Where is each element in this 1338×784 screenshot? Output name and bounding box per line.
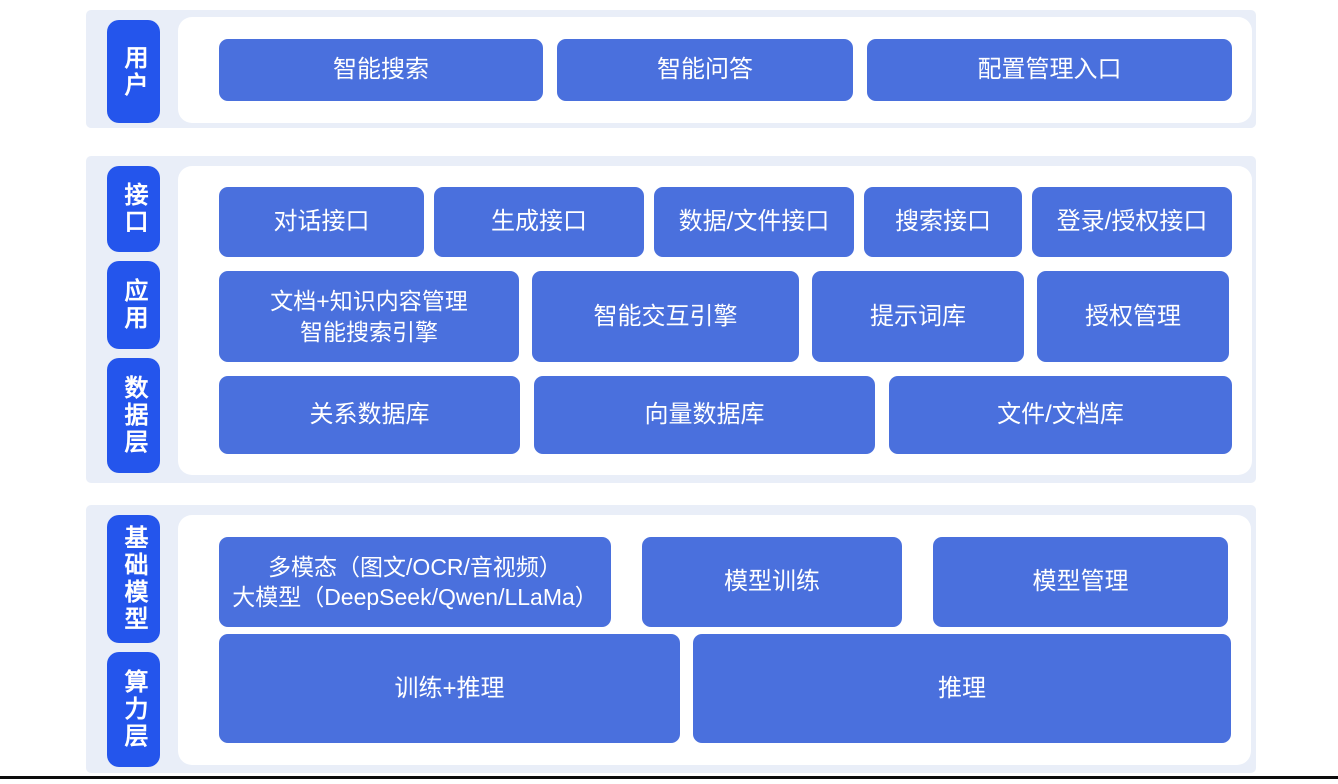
bottom-divider-line bbox=[0, 776, 1338, 779]
layer-tag-user-label: 用户 bbox=[120, 44, 147, 99]
node-generate-api: 生成接口 bbox=[434, 187, 644, 257]
bottom-tag-column: 基础模型 算力层 bbox=[107, 512, 160, 768]
layer-tag-data-label: 数据层 bbox=[120, 375, 147, 456]
node-model-management: 模型管理 bbox=[933, 537, 1228, 627]
user-layer-tag-column: 用户 bbox=[107, 17, 160, 123]
node-data-file-api: 数据/文件接口 bbox=[654, 187, 854, 257]
user-layer-row: 智能搜索 智能问答 配置管理入口 bbox=[219, 39, 1232, 101]
layer-tag-application-label: 应用 bbox=[120, 278, 147, 332]
node-login-auth-api: 登录/授权接口 bbox=[1032, 187, 1232, 257]
layer-tag-user: 用户 bbox=[107, 20, 160, 123]
bottom-panel: 多模态（图文/OCR/音视频） 大模型（DeepSeek/Qwen/LLaMa）… bbox=[178, 515, 1251, 765]
node-prompt-library: 提示词库 bbox=[812, 271, 1024, 362]
node-inference: 推理 bbox=[693, 634, 1231, 743]
node-dialog-api: 对话接口 bbox=[219, 187, 424, 257]
node-label: 智能搜索 bbox=[333, 56, 429, 84]
node-label: 向量数据库 bbox=[644, 401, 765, 429]
node-label-line2: 大模型（DeepSeek/Qwen/LLaMa） bbox=[232, 584, 598, 610]
interface-row: 对话接口 生成接口 数据/文件接口 搜索接口 登录/授权接口 bbox=[219, 187, 1232, 257]
band-user-layer: 用户 智能搜索 智能问答 配置管理入口 bbox=[86, 10, 1256, 128]
node-label: 搜索接口 bbox=[895, 208, 991, 236]
node-label: 生成接口 bbox=[491, 208, 587, 236]
node-label: 智能问答 bbox=[657, 56, 753, 84]
node-config-entry: 配置管理入口 bbox=[867, 39, 1232, 101]
node-search-api: 搜索接口 bbox=[864, 187, 1022, 257]
node-label-line2: 智能搜索引擎 bbox=[300, 318, 438, 345]
node-multimodal-llm: 多模态（图文/OCR/音视频） 大模型（DeepSeek/Qwen/LLaMa） bbox=[219, 537, 611, 627]
node-label: 模型训练 bbox=[724, 568, 820, 596]
node-doc-knowledge-search-engine: 文档+知识内容管理 智能搜索引擎 bbox=[219, 271, 519, 362]
node-smart-search: 智能搜索 bbox=[219, 39, 543, 101]
node-vector-db: 向量数据库 bbox=[534, 376, 875, 454]
data-row: 关系数据库 向量数据库 文件/文档库 bbox=[219, 376, 1232, 454]
band-model-compute: 基础模型 算力层 多模态（图文/OCR/音视频） 大模型（DeepSeek/Qw… bbox=[86, 505, 1256, 773]
node-label-line1: 多模态（图文/OCR/音视频） bbox=[268, 553, 562, 580]
layer-tag-interface: 接口 bbox=[107, 166, 160, 252]
node-label: 登录/授权接口 bbox=[1056, 208, 1208, 236]
middle-panel: 对话接口 生成接口 数据/文件接口 搜索接口 登录/授权接口 文档+知识内容管理 bbox=[178, 166, 1252, 475]
node-interactive-engine: 智能交互引擎 bbox=[532, 271, 799, 362]
node-label: 提示词库 bbox=[870, 302, 966, 330]
node-label-line1: 文档+知识内容管理 bbox=[270, 288, 468, 315]
layer-tag-compute-label: 算力层 bbox=[120, 669, 147, 750]
node-train-plus-inference: 训练+推理 bbox=[219, 634, 680, 743]
node-relational-db: 关系数据库 bbox=[219, 376, 520, 454]
node-label: 授权管理 bbox=[1085, 302, 1181, 330]
layer-tag-base-model-label: 基础模型 bbox=[120, 525, 147, 633]
node-file-doc-store: 文件/文档库 bbox=[889, 376, 1232, 454]
node-label: 对话接口 bbox=[273, 208, 370, 236]
application-row: 文档+知识内容管理 智能搜索引擎 智能交互引擎 提示词库 授权管理 bbox=[219, 271, 1232, 362]
layer-tag-base-model: 基础模型 bbox=[107, 515, 160, 643]
node-label: 配置管理入口 bbox=[977, 56, 1122, 84]
layer-tag-application: 应用 bbox=[107, 261, 160, 349]
user-layer-panel: 智能搜索 智能问答 配置管理入口 bbox=[178, 17, 1252, 123]
node-label: 文件/文档库 bbox=[997, 401, 1124, 429]
node-model-training: 模型训练 bbox=[642, 537, 902, 627]
node-label: 数据/文件接口 bbox=[678, 208, 830, 236]
node-smart-qa: 智能问答 bbox=[557, 39, 853, 101]
node-label: 智能交互引擎 bbox=[593, 302, 738, 330]
layer-tag-data: 数据层 bbox=[107, 358, 160, 473]
band-interface-app-data: 接口 应用 数据层 对话接口 生成接口 数据/文件接口 搜 bbox=[86, 156, 1256, 483]
layer-tag-interface-label: 接口 bbox=[120, 182, 147, 236]
compute-row: 训练+推理 推理 bbox=[219, 634, 1231, 743]
base-model-row: 多模态（图文/OCR/音视频） 大模型（DeepSeek/Qwen/LLaMa）… bbox=[219, 537, 1231, 627]
layer-tag-compute: 算力层 bbox=[107, 652, 160, 767]
node-label: 模型管理 bbox=[1032, 568, 1129, 596]
node-auth-management: 授权管理 bbox=[1037, 271, 1229, 362]
node-label: 关系数据库 bbox=[309, 401, 430, 429]
node-label: 推理 bbox=[938, 674, 986, 702]
middle-tag-column: 接口 应用 数据层 bbox=[107, 163, 160, 478]
node-label: 训练+推理 bbox=[394, 674, 505, 702]
